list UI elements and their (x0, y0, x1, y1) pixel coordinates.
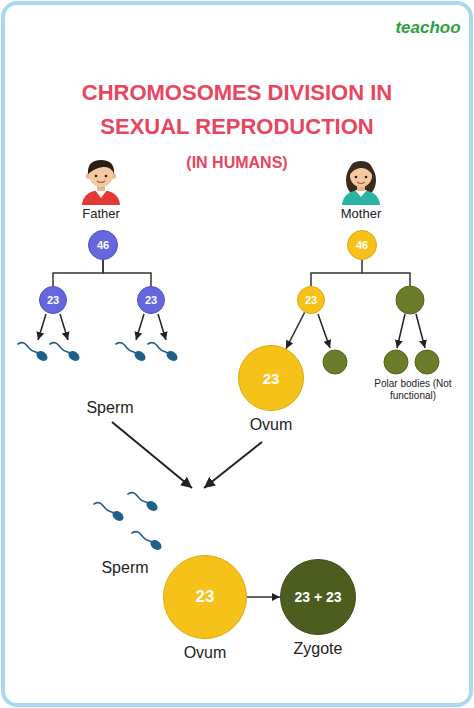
mother-figure (342, 161, 380, 205)
fertilisation-arrows (112, 422, 262, 488)
arrow (136, 314, 144, 340)
annotation-label: Sperm (86, 398, 133, 417)
sperm-cell (148, 343, 179, 363)
annotation-label: Mother (341, 206, 381, 222)
arrow (60, 314, 68, 340)
chromosome-count: 23 (163, 555, 247, 639)
annotation-label: (IN HUMANS) (186, 153, 287, 172)
cell-shape (164, 556, 247, 639)
sperm-cell (116, 343, 147, 363)
sperm-cell (18, 343, 49, 363)
father-figure (82, 160, 120, 205)
polar-body-cell (415, 350, 439, 374)
cell-shape (348, 231, 377, 260)
chromosome-count: 46 (347, 230, 377, 260)
annotation-label: Father (82, 206, 120, 222)
shirt (342, 190, 380, 205)
arrow (38, 314, 46, 340)
sperm-group (94, 493, 163, 552)
chromosome-count: 23 (238, 345, 304, 411)
eye (105, 175, 108, 178)
chromosome-count: 23 (39, 286, 67, 314)
cell-shape (138, 287, 165, 314)
arrow (416, 314, 425, 348)
polar-body-cell (384, 350, 408, 374)
sperm-cell (50, 343, 81, 363)
chromosome-count: 23 (297, 286, 325, 314)
shirt (82, 190, 120, 205)
sperm-cell (132, 532, 163, 552)
chromosome-count: 23 + 23 (280, 559, 356, 635)
sperm-cell (128, 493, 159, 513)
arrow (318, 314, 330, 348)
chromosome-count: 46 (88, 230, 118, 260)
arrow (112, 422, 192, 488)
collar (355, 190, 367, 197)
flow-arrow (286, 312, 305, 348)
cell-label: Zygote (294, 640, 343, 658)
cell-circle: 23Ovum (238, 345, 304, 411)
cell-circle: 23Ovum (163, 555, 247, 639)
cell-circle: 23 + 23Zygote (280, 559, 356, 635)
annotation-label: Polar bodies (Not functional) (371, 378, 455, 402)
cell-label: Ovum (184, 644, 227, 662)
watermark: teachoo (395, 18, 460, 38)
division-line (103, 260, 151, 286)
polar-body-branch (318, 273, 439, 374)
cell-circle: 23 (137, 286, 165, 314)
cell-shape (89, 231, 118, 260)
cell-circle: 23 (39, 286, 67, 314)
arrow (158, 314, 166, 340)
mouth (357, 182, 365, 184)
branch-line (362, 273, 410, 286)
cell-circle: 46 (88, 230, 118, 260)
hair (349, 161, 373, 176)
hair (88, 160, 114, 174)
cell-shape (281, 560, 356, 635)
arrow (204, 442, 262, 488)
diagram-title: CHROMOSOMES DIVISION IN SEXUAL REPRODUCT… (47, 76, 427, 144)
cell-shape (298, 287, 325, 314)
polar-body-cell (323, 350, 347, 374)
eye (355, 176, 358, 179)
division-line (53, 260, 103, 286)
cell-shape (40, 287, 67, 314)
card-frame (3, 3, 471, 705)
arrow (397, 314, 405, 348)
annotation-label: Sperm (101, 558, 148, 577)
cell-circle: 23 (297, 286, 325, 314)
flow-arrow (247, 596, 280, 598)
mouth (97, 181, 105, 183)
cell-circle: 46 (347, 230, 377, 260)
eye (95, 175, 98, 178)
cell-label: Ovum (250, 416, 293, 434)
chromosome-count: 23 (137, 286, 165, 314)
sperm-cell (94, 503, 125, 523)
cell-shape (239, 346, 304, 411)
sperm-production (18, 314, 179, 363)
collar (95, 190, 107, 198)
polar-body-cell (396, 286, 424, 314)
division-line (311, 260, 362, 286)
eye (365, 176, 368, 179)
